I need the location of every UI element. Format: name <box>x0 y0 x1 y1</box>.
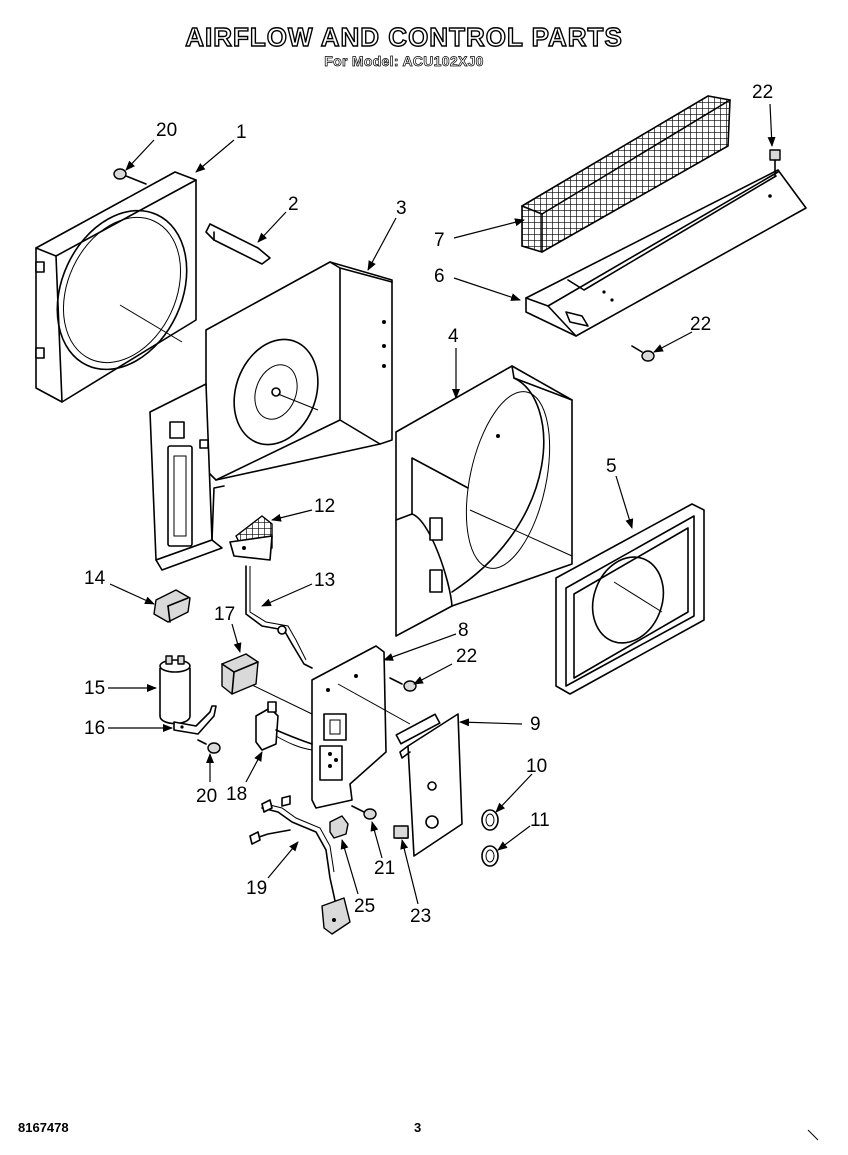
part-15-capacitor <box>159 655 191 725</box>
part-1-shroud <box>35 171 197 403</box>
part-4-scroll <box>395 365 573 637</box>
part-13-sensor-wire <box>245 565 313 669</box>
page-title: AIRFLOW AND CONTROL PARTS <box>184 21 623 52</box>
part-21-screw <box>351 805 377 820</box>
callout-10: 10 <box>526 756 547 777</box>
part-22-screw-mid <box>631 345 655 362</box>
part-10-knob <box>481 809 499 831</box>
part-22-screw-top <box>769 149 781 177</box>
callout-22-bottom: 22 <box>456 646 477 667</box>
callout-18: 18 <box>226 784 247 805</box>
callout-22-mid: 22 <box>690 314 711 335</box>
callout-11: 11 <box>530 810 550 831</box>
part-6-base-rail <box>525 169 807 337</box>
callout-7: 7 <box>434 230 445 251</box>
part-11-knob <box>481 845 499 867</box>
page-number: 3 <box>414 1120 422 1135</box>
part-22-screw-bottom <box>389 677 417 692</box>
callout-21: 21 <box>374 858 395 879</box>
part-25-fuse-holder <box>329 815 349 839</box>
callout-17: 17 <box>214 604 235 625</box>
callout-13: 13 <box>314 570 335 591</box>
callout-12: 12 <box>314 496 335 517</box>
callout-19: 19 <box>246 878 267 899</box>
part-8-control-plate <box>249 645 411 809</box>
part-14-relay <box>153 589 191 623</box>
callout-20-top: 20 <box>156 120 177 141</box>
model-subtitle: For Model: ACU102XJ0 <box>324 53 484 70</box>
part-16-strap <box>173 705 217 735</box>
part-23-clip <box>393 825 409 839</box>
callout-3: 3 <box>396 198 407 219</box>
part-20-screw-bottom <box>197 739 221 754</box>
callout-8: 8 <box>458 620 469 641</box>
callout-1: 1 <box>236 122 247 143</box>
part-2-bracket <box>205 223 271 265</box>
callout-labels: 1 20 2 3 4 5 6 7 22 22 8 22 9 10 11 12 1… <box>84 82 773 927</box>
callout-4: 4 <box>448 326 459 347</box>
callout-9: 9 <box>530 714 541 735</box>
part-7-filter-mesh <box>521 95 731 253</box>
callout-20-bottom: 20 <box>196 786 217 807</box>
part-18-switch-harness <box>255 701 313 751</box>
callout-25: 25 <box>354 896 375 917</box>
callout-16: 16 <box>84 718 105 739</box>
part-19-power-cord <box>249 795 351 935</box>
part-12-thermostat <box>229 515 273 561</box>
part-9-control-cover <box>395 713 463 857</box>
document-number: 8167478 <box>18 1120 69 1135</box>
part-17-switch <box>221 653 259 695</box>
callout-6: 6 <box>434 266 445 287</box>
callout-leaders <box>108 103 776 905</box>
callout-5: 5 <box>606 456 617 477</box>
part-5-grille-frame <box>555 503 705 695</box>
part-3-bulkhead <box>149 261 393 571</box>
part-20-screw-top <box>113 168 147 185</box>
callout-23: 23 <box>410 906 431 927</box>
corner-mark <box>807 1129 819 1141</box>
callout-14: 14 <box>84 568 106 589</box>
callout-15: 15 <box>84 678 105 699</box>
callout-2: 2 <box>288 194 299 215</box>
callout-22-top: 22 <box>752 82 773 103</box>
